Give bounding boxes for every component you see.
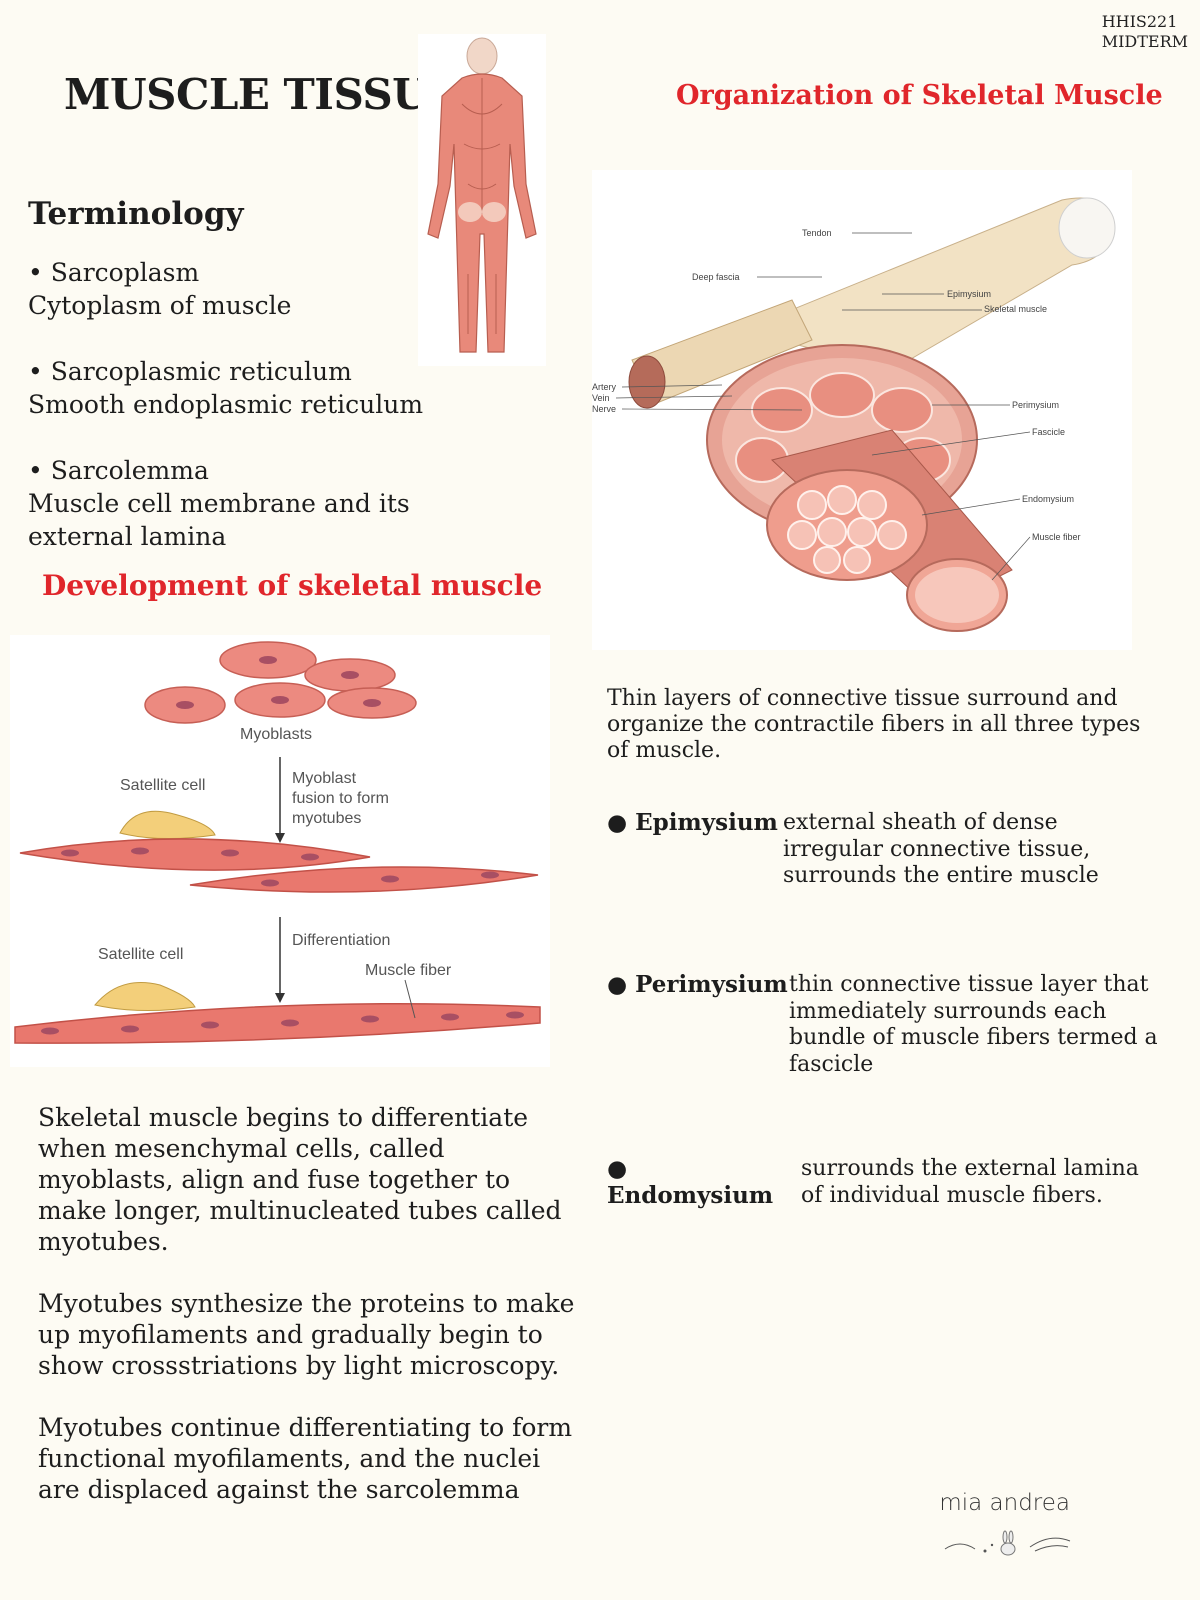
bunny-doodle-icon xyxy=(940,1525,1080,1565)
term-definition: Smooth endoplasmic reticulum xyxy=(28,390,424,419)
term-name: Sarcolemma xyxy=(50,456,209,485)
label-epimysium: Epimysium xyxy=(947,289,991,299)
term-name: Sarcoplasmic reticulum xyxy=(50,357,352,386)
exam-text: MIDTERM xyxy=(1101,32,1188,51)
term-item: • Sarcolemma Muscle cell membrane and it… xyxy=(28,454,438,553)
label-differentiation: Differentiation xyxy=(292,932,390,949)
label-satellite-cell-1: Satellite cell xyxy=(120,777,205,794)
label-skeletal-muscle: Skeletal muscle xyxy=(984,304,1047,314)
label-endomysium: Endomysium xyxy=(1022,494,1074,504)
label-perimysium: Perimysium xyxy=(1012,400,1059,410)
label-tendon: Tendon xyxy=(802,228,832,238)
terminology-heading: Terminology xyxy=(28,196,244,232)
term-item: • Sarcoplasmic reticulum Smooth endoplas… xyxy=(28,355,548,421)
layer-endomysium: ● Endomysium surrounds the external lami… xyxy=(607,1155,1197,1209)
skeletal-muscle-organization-diagram: Tendon Deep fascia Epimysium Skeletal mu… xyxy=(592,170,1132,650)
term-item: • Sarcoplasm Cytoplasm of muscle xyxy=(28,256,548,322)
label-muscle-fiber: Muscle fiber xyxy=(1032,532,1081,542)
label-vein: Vein xyxy=(592,393,610,403)
course-code: HHIS221 MIDTERM xyxy=(1102,12,1188,52)
development-heading: Development of skeletal muscle xyxy=(42,569,543,602)
label-muscle-fiber-dev: Muscle fiber xyxy=(365,962,452,979)
term-definition: Cytoplasm of muscle xyxy=(28,291,292,320)
organization-intro: Thin layers of connective tissue surroun… xyxy=(607,686,1141,763)
organization-heading: Organization of Skeletal Muscle xyxy=(676,80,1163,111)
layer-definition: external sheath of dense irregular conne… xyxy=(783,810,1099,888)
development-paragraph: Skeletal muscle begins to differentiate … xyxy=(38,1103,562,1256)
course-code-text: HHIS221 xyxy=(1101,12,1178,31)
term-definition: Muscle cell membrane and its external la… xyxy=(28,489,410,551)
layer-term: Epimysium xyxy=(635,809,778,836)
development-paragraph: Myotubes synthesize the proteins to make… xyxy=(38,1289,575,1380)
author-signature: mia andrea xyxy=(939,1490,1070,1516)
layer-epimysium: ● Epimysium external sheath of dense irr… xyxy=(607,809,1197,890)
label-myoblasts: Myoblasts xyxy=(240,726,312,743)
human-body-muscle-image xyxy=(418,34,546,366)
development-paragraph: Myotubes continue differentiating to for… xyxy=(38,1413,573,1504)
label-artery: Artery xyxy=(592,382,617,392)
term-name: Sarcoplasm xyxy=(50,258,200,287)
label-satellite-cell-2: Satellite cell xyxy=(98,946,183,963)
label-fascicle: Fascicle xyxy=(1032,427,1065,437)
layer-definition: surrounds the external lamina of individ… xyxy=(801,1156,1139,1208)
layer-term: Endomysium xyxy=(607,1181,774,1209)
layer-term: Perimysium xyxy=(635,971,788,998)
layer-definition: thin connective tissue layer that immedi… xyxy=(789,972,1158,1077)
label-nerve: Nerve xyxy=(592,404,616,414)
layer-perimysium: ● Perimysium thin connective tissue laye… xyxy=(607,971,1197,1078)
development-text: Skeletal muscle begins to differentiate … xyxy=(38,1102,578,1536)
page-title: MUSCLE TISSUE xyxy=(64,70,460,119)
terminology-list: • Sarcoplasm Cytoplasm of muscle • Sarco… xyxy=(28,256,548,586)
label-deep-fascia: Deep fascia xyxy=(692,272,740,282)
